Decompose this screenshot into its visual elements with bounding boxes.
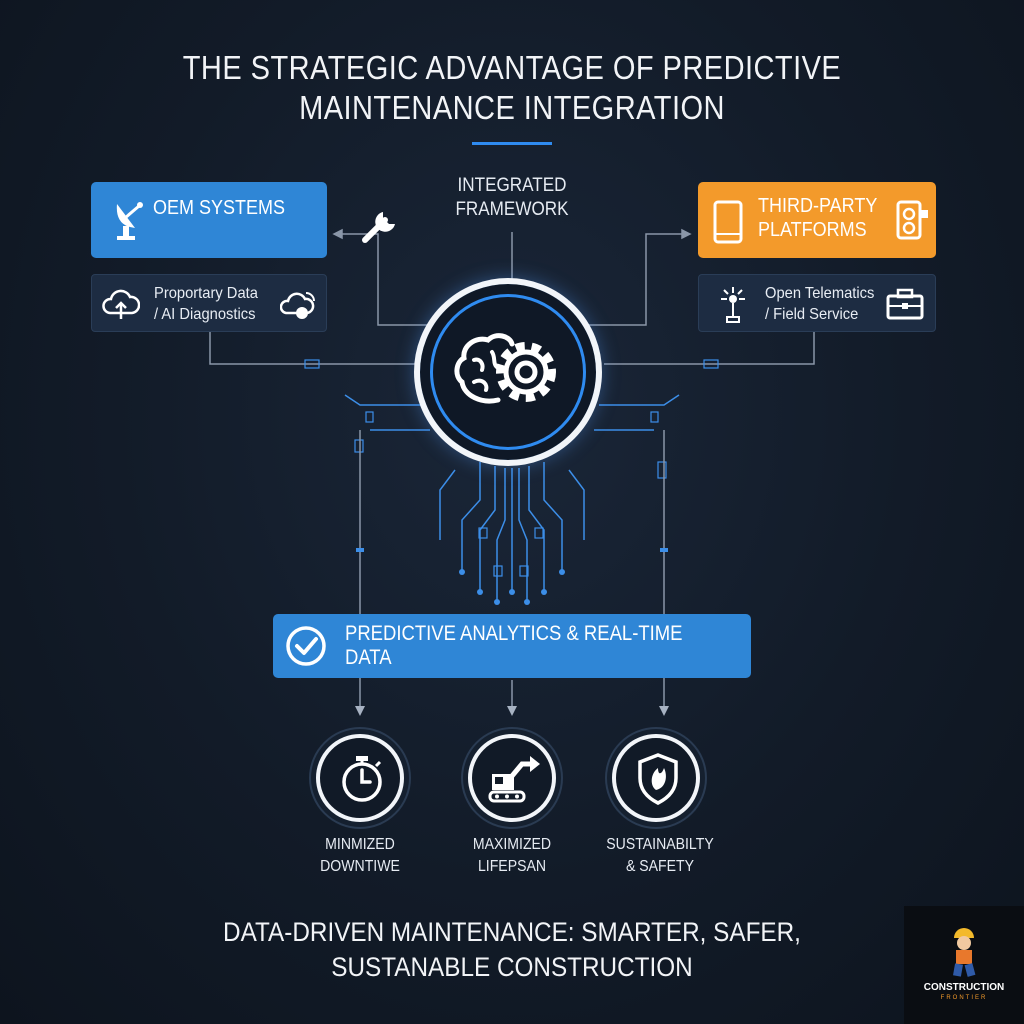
outcome-safety-circle	[612, 734, 700, 822]
third-party-title-line-2: PLATFORMS	[758, 219, 867, 241]
oem-detail-box: Proportary Data / AI Diagnostics	[91, 274, 327, 332]
third-party-detail-line-1: Open Telematics	[765, 285, 875, 302]
third-party-detail-box: Open Telematics / Field Service	[698, 274, 936, 332]
toolbox-icon	[885, 287, 925, 326]
brain-gear-icon	[452, 328, 564, 421]
logo-text-line-1: CONSTRUCTION	[923, 982, 1005, 993]
outcome-downtime-line-2: DOWNTIWE	[320, 858, 400, 875]
wrench-icon	[359, 202, 403, 251]
predictive-analytics-bar: PREDICTIVE ANALYTICS & REAL-TIME DATA	[273, 614, 751, 678]
framework-line-2: FRAMEWORK	[455, 199, 569, 220]
oem-detail-line-1: Proportary Data	[154, 285, 258, 302]
outcome-lifespan-line-2: LIFEPSAN	[477, 858, 547, 875]
excavator-icon	[486, 752, 542, 811]
third-party-box: THIRD-PARTY PLATFORMS	[698, 182, 936, 258]
shield-icon	[636, 752, 680, 811]
satellite-dish-icon	[109, 196, 151, 251]
third-party-title-line-1: THIRD-PARTY	[758, 195, 878, 217]
third-party-detail-text: Open Telematics / Field Service	[765, 283, 874, 325]
platform-gear-icon	[894, 196, 930, 249]
logo-text-line-2: FRONTIER	[940, 995, 988, 1001]
worker-mascot-icon	[944, 926, 984, 985]
outcome-downtime-circle	[316, 734, 404, 822]
cloud-upload-icon	[102, 287, 141, 326]
third-party-title: THIRD-PARTY PLATFORMS	[758, 194, 877, 242]
cloud-signal-icon	[279, 283, 320, 328]
construction-frontier-logo: CONSTRUCTION FRONTIER	[904, 906, 1024, 1024]
oem-title: OEM SYSTEMS	[153, 197, 286, 219]
analytics-label: PREDICTIVE ANALYTICS & REAL-TIME DATA	[345, 622, 683, 669]
outcome-safety-line-1: SUSTAINABILTY	[606, 836, 714, 853]
oem-systems-box: OEM SYSTEMS	[91, 182, 395, 258]
footer-tagline: DATA-DRIVEN MAINTENANCE: SMARTER, SAFER,…	[51, 915, 973, 985]
footer-line-2: SUSTANABLE CONSTRUCTION	[331, 952, 693, 982]
title-line-2: MAINTENANCE INTEGRATION	[299, 89, 725, 126]
check-circle-icon	[285, 625, 327, 667]
smartphone-icon	[712, 200, 744, 249]
outcome-downtime-line-1: MINMIZED	[325, 836, 395, 853]
outcome-lifespan-line-1: MAXIMIZED	[472, 836, 552, 853]
network-node-icon	[715, 285, 751, 330]
outcome-safety-line-2: & SAFETY	[625, 858, 695, 875]
title-divider	[472, 142, 552, 145]
footer-line-1: DATA-DRIVEN MAINTENANCE: SMARTER, SAFER,	[223, 917, 801, 947]
oem-detail-text: Proportary Data / AI Diagnostics	[154, 283, 258, 325]
title-line-1: THE STRATEGIC ADVANTAGE OF PREDICTIVE	[182, 49, 842, 86]
outcome-lifespan-label: MAXIMIZED LIFEPSAN	[433, 834, 591, 878]
outcome-downtime-label: MINMIZED DOWNTIWE	[281, 834, 439, 878]
oem-detail-line-2: / AI Diagnostics	[154, 306, 256, 323]
outcome-safety-label: SUSTAINABILTY & SAFETY	[581, 834, 739, 878]
third-party-detail-line-2: / Field Service	[765, 306, 859, 323]
framework-line-1: INTEGRATED	[457, 175, 567, 196]
stopwatch-icon	[338, 754, 386, 809]
page-title: THE STRATEGIC ADVANTAGE OF PREDICTIVE MA…	[61, 48, 962, 128]
outcome-lifespan-circle	[468, 734, 556, 822]
framework-label: INTEGRATED FRAMEWORK	[440, 174, 584, 222]
central-hub	[414, 278, 602, 466]
